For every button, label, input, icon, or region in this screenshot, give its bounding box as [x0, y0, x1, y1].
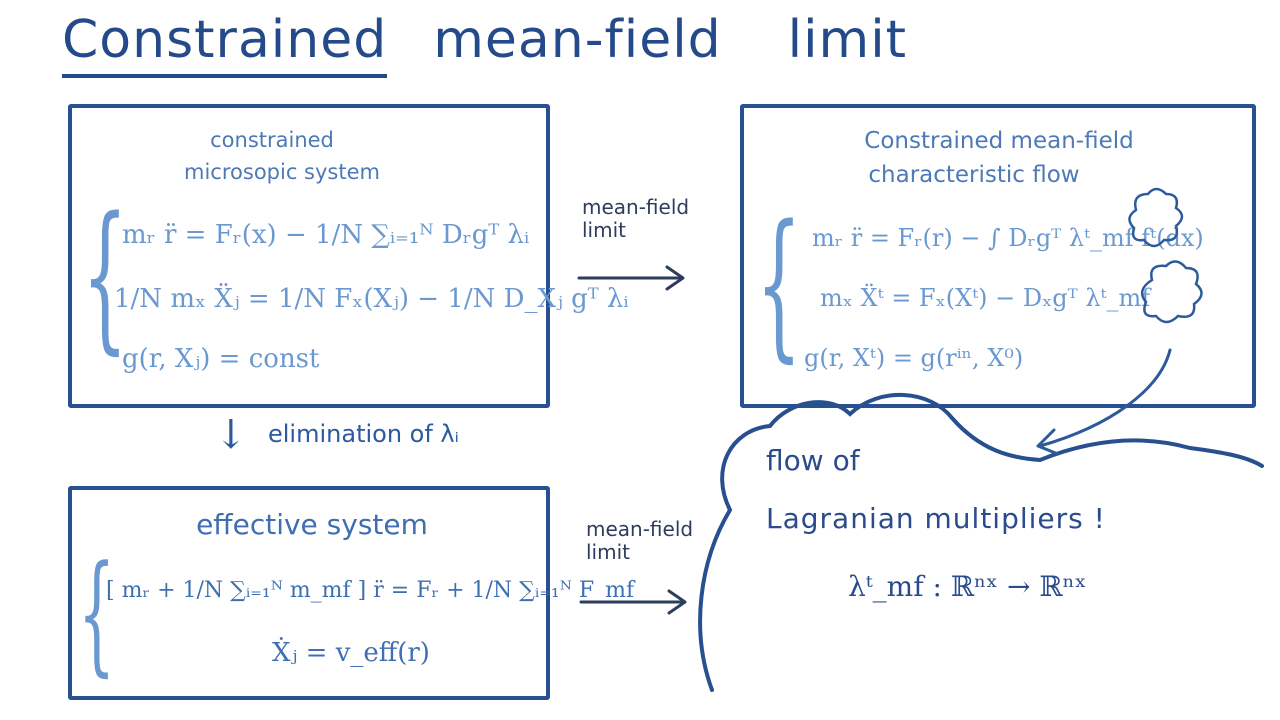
page-title: Constrained mean-field limit — [62, 10, 907, 78]
mean-field-eq-3: g(r, Xᵗ) = g(rⁱⁿ, X⁰) — [804, 344, 1024, 372]
effective-heading: effective system — [196, 508, 428, 541]
microscopic-eq-3: g(r, Xⱼ) = const — [122, 344, 320, 374]
mean-field-heading-line1: Constrained mean-field — [864, 128, 1134, 154]
top-arrow-label-line2: limit — [582, 218, 626, 242]
mean-field-eq-2: mₓ Ẍᵗ = Fₓ(Xᵗ) − Dₓgᵀ λᵗ_mf — [820, 284, 1151, 312]
microscopic-system-box: constrained microsopic system { mᵣ r̈ = … — [68, 104, 629, 408]
cloud-note-formula: λᵗ_mf : ℝⁿˣ → ℝⁿˣ — [848, 570, 1087, 603]
effective-eq-1: [ mᵣ + 1/N ∑ᵢ₌₁ᴺ m_mf ] r̈ = Fᵣ + 1/N ∑ᵢ… — [106, 578, 635, 603]
cloud-note-line2: Lagranian multipliers ! — [766, 502, 1106, 535]
title-word-mean-field: mean-field — [433, 10, 722, 70]
bottom-arrow-label-line1: mean-field — [586, 517, 694, 541]
mean-field-brace: { — [756, 190, 802, 377]
effective-brace: { — [78, 537, 116, 689]
effective-eq-2: Ẋⱼ = v_eff(r) — [272, 638, 430, 668]
elimination-label: elimination of λᵢ — [268, 420, 459, 448]
mean-field-heading-line2: characteristic flow — [868, 162, 1080, 188]
title-word-constrained: Constrained — [62, 10, 388, 78]
microscopic-eq-2: 1/N mₓ Ẍⱼ = 1/N Fₓ(Xⱼ) − 1/N D_Xⱼ gᵀ λᵢ — [114, 284, 629, 314]
top-arrow — [577, 265, 685, 291]
multiplier-highlight-clouds — [1128, 187, 1203, 324]
elimination-arrow-icon: ↓ — [214, 412, 248, 458]
microscopic-heading-line1: constrained — [210, 128, 334, 152]
effective-system-box: effective system { [ mᵣ + 1/N ∑ᵢ₌₁ᴺ m_mf… — [68, 486, 634, 700]
microscopic-eq-1: mᵣ r̈ = Fᵣ(x) − 1/N ∑ᵢ₌₁ᴺ Dᵣgᵀ λᵢ — [122, 220, 530, 250]
bottom-arrow-label-line2: limit — [586, 540, 630, 564]
microscopic-brace: { — [82, 182, 128, 369]
bottom-arrow-label: mean-field limit — [586, 518, 693, 564]
cloud-outline — [698, 348, 1264, 692]
cloud-note-line1: flow of — [766, 444, 860, 477]
top-arrow-label-line1: mean-field — [582, 195, 690, 219]
mean-field-flow-box: Constrained mean-field characteristic fl… — [740, 104, 1256, 408]
top-arrow-label: mean-field limit — [582, 196, 689, 242]
title-word-limit: limit — [787, 10, 908, 70]
bottom-arrow — [579, 589, 687, 615]
microscopic-heading-line2: microsopic system — [184, 160, 380, 184]
mean-field-eq-1: mᵣ r̈ = Fᵣ(r) − ∫ Dᵣgᵀ λᵗ_mf fᵗ(dx) — [812, 224, 1204, 252]
